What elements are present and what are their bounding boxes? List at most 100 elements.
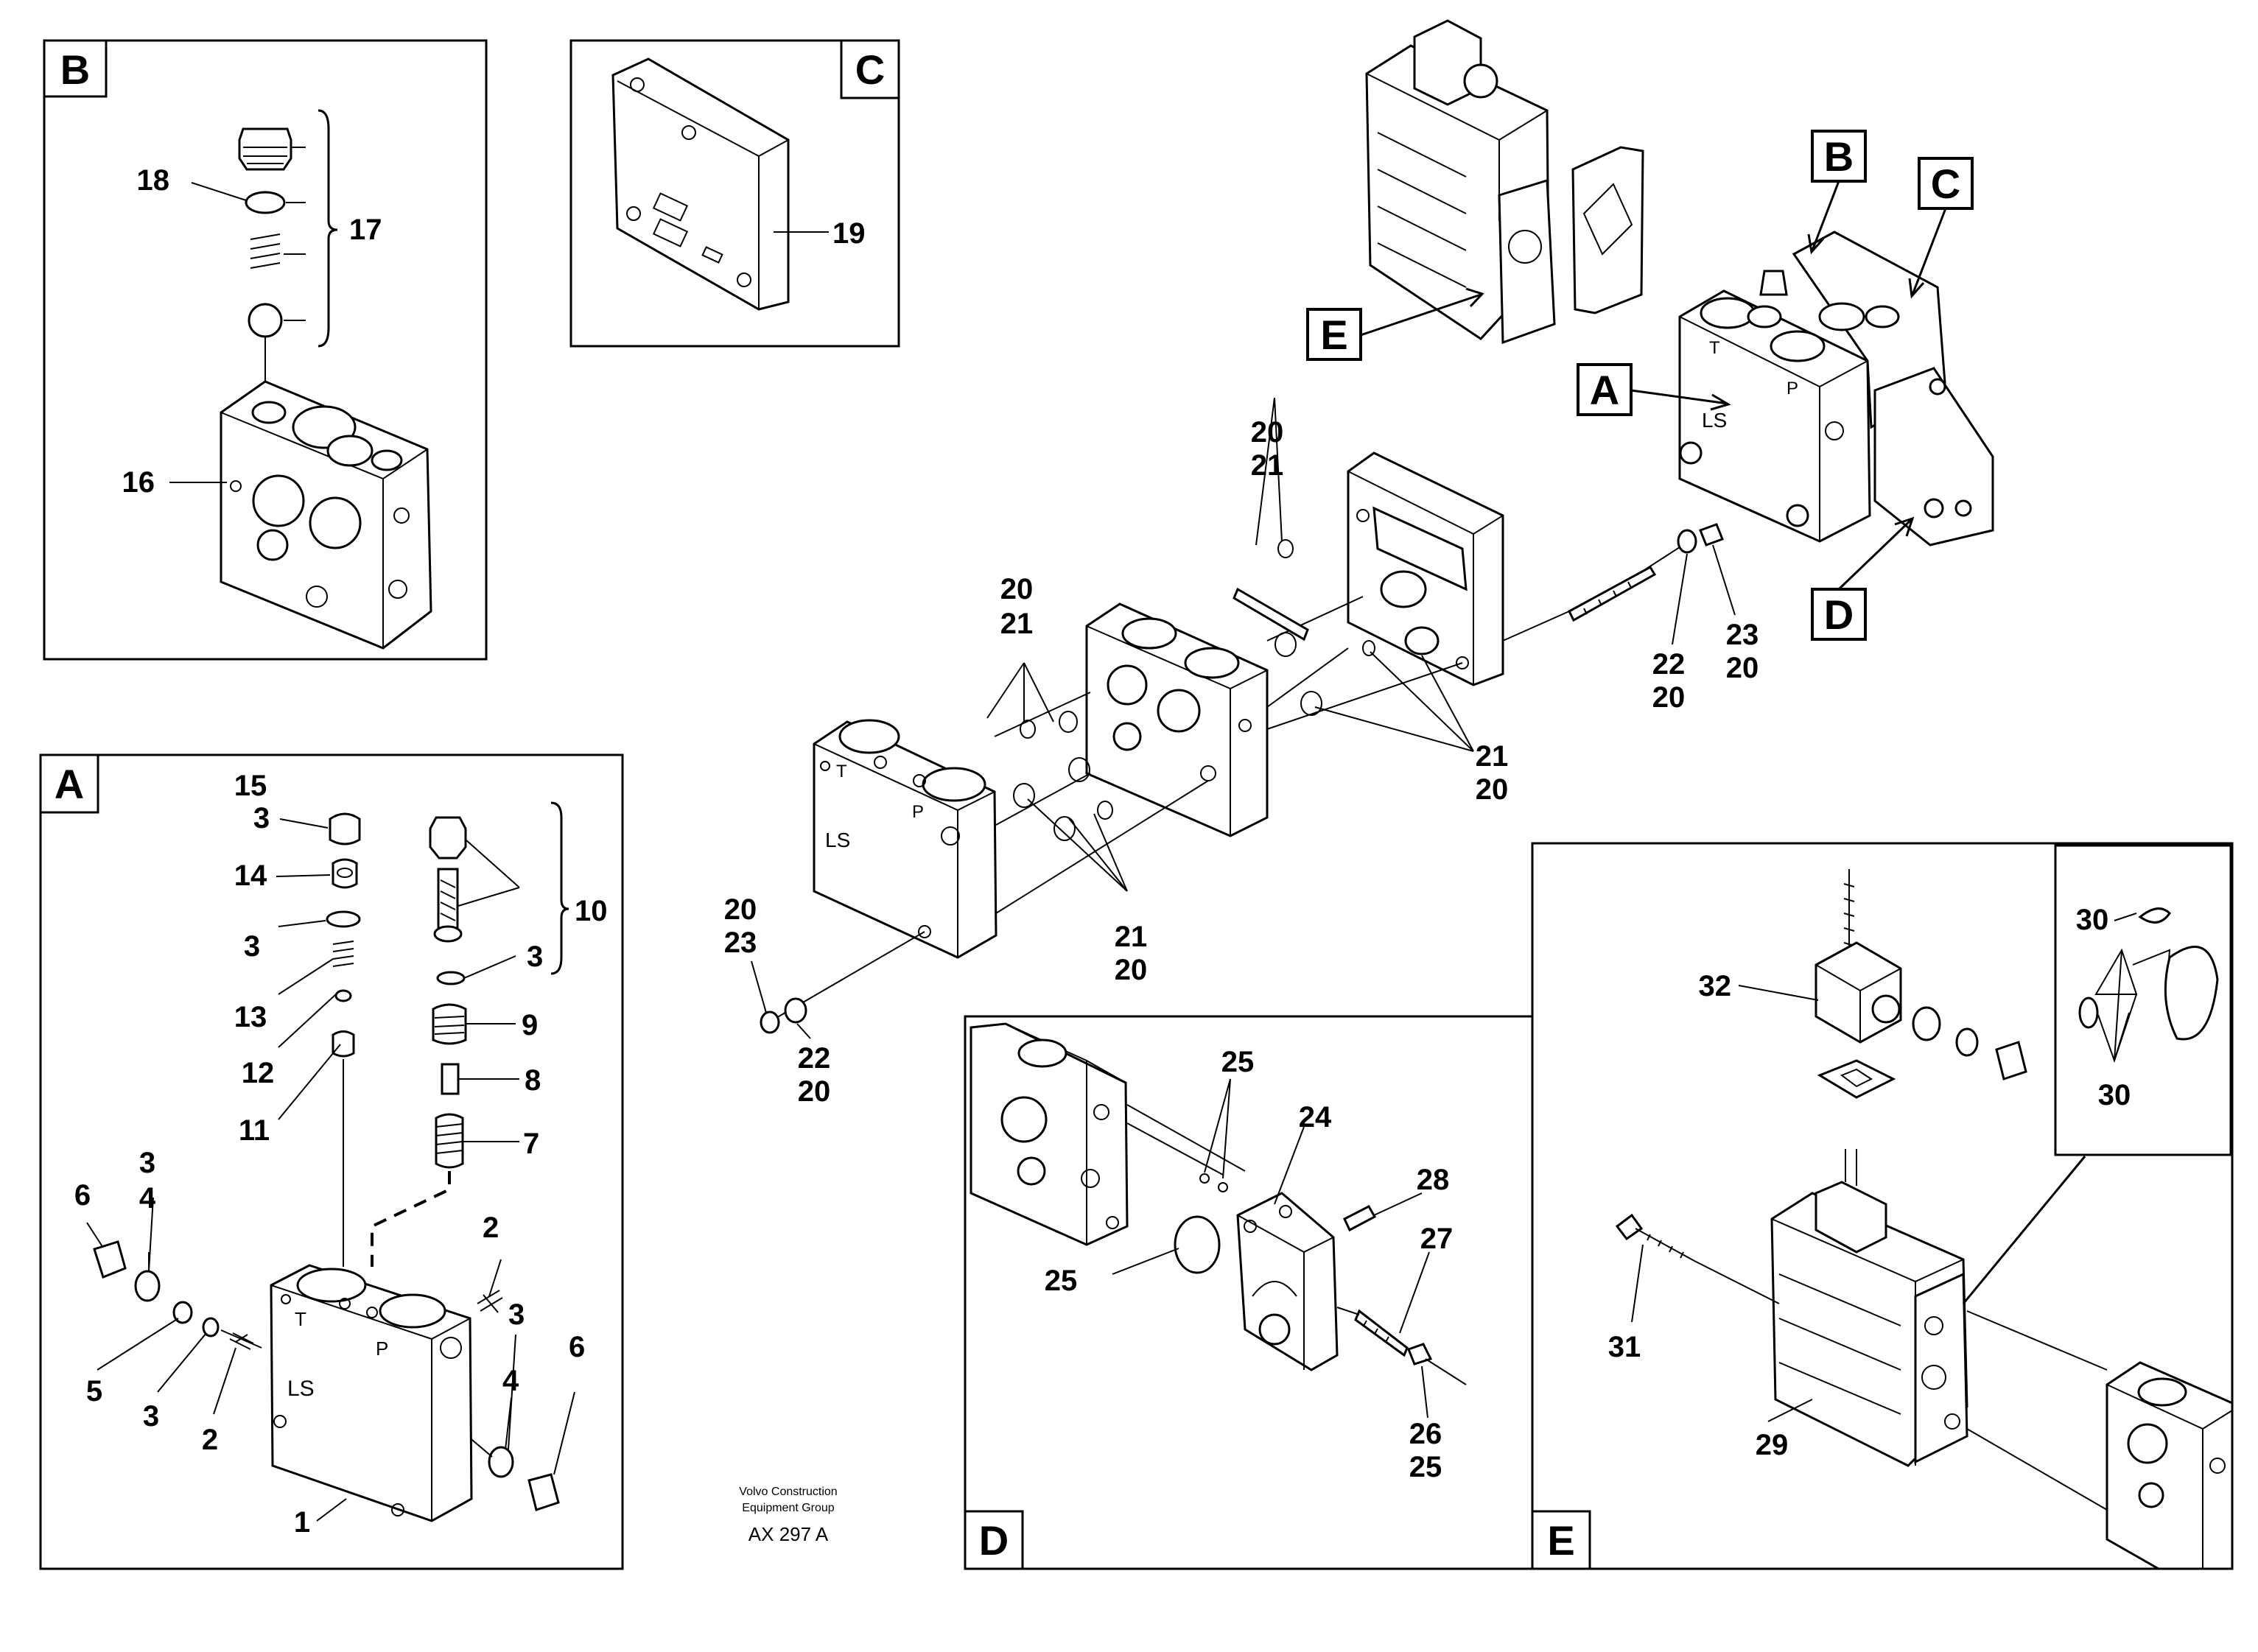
label-21: 21 xyxy=(1000,608,1034,640)
front-port-ls: LS xyxy=(825,829,850,851)
label-3: 3 xyxy=(143,1400,159,1433)
valve-block-partial-e xyxy=(2106,1361,2234,1570)
cover-plate-19 xyxy=(611,57,829,311)
label-23: 23 xyxy=(724,927,757,959)
valve-assembly: T P LS xyxy=(1678,231,1994,546)
valve-cartridge-17 xyxy=(191,109,338,390)
panel-e-inset-30 xyxy=(2054,844,2232,1156)
label-21: 21 xyxy=(1115,921,1148,953)
label-17: 17 xyxy=(349,214,382,246)
panel-e: E 30 30 32 xyxy=(1531,842,2234,1570)
panel-a: A xyxy=(39,753,624,1570)
panel-c: C 19 xyxy=(569,39,900,348)
label-25: 25 xyxy=(1409,1451,1442,1483)
label-7: 7 xyxy=(523,1128,539,1160)
solenoid-29 xyxy=(1770,1149,1968,1467)
side-plugs-left xyxy=(86,1197,262,1415)
label-16: 16 xyxy=(122,466,155,499)
panel-c-letter-box xyxy=(840,39,900,99)
asm-port-t: T xyxy=(1709,338,1720,358)
label-14: 14 xyxy=(234,860,267,892)
label-3: 3 xyxy=(253,802,270,834)
label-3: 3 xyxy=(527,941,543,973)
label-32: 32 xyxy=(1699,970,1732,1002)
callout-d: D xyxy=(1824,591,1854,638)
label-24: 24 xyxy=(1299,1101,1332,1133)
o-ring-25 xyxy=(1174,1215,1221,1274)
asm-port-p: P xyxy=(1787,379,1798,398)
callout-a-box xyxy=(1577,363,1633,416)
screw-31 xyxy=(1615,1213,2108,1511)
panel-b-letter: B xyxy=(60,46,90,93)
panel-b: B xyxy=(43,39,488,661)
publisher-footer: Volvo Construction Equipment Group AX 29… xyxy=(739,1486,837,1545)
label-31: 31 xyxy=(1608,1331,1641,1363)
asm-port-ls: LS xyxy=(1702,409,1727,432)
cover-24 xyxy=(1236,1192,1339,1371)
label-26: 26 xyxy=(1409,1418,1442,1450)
valve-block-partial-d xyxy=(970,1022,1129,1246)
port-p-label: P xyxy=(376,1338,388,1360)
label-23: 23 xyxy=(1726,619,1759,651)
middle-section xyxy=(1085,602,1269,837)
front-section: T P LS xyxy=(813,719,997,959)
end-cover xyxy=(1347,451,1504,686)
panel-d: D 25 24 xyxy=(964,1015,1534,1570)
panel-e-letter-box xyxy=(1531,1510,1591,1570)
callout-a: A xyxy=(1590,367,1619,413)
label-6: 6 xyxy=(74,1179,91,1212)
port-ls-label: LS xyxy=(287,1377,315,1401)
label-20: 20 xyxy=(798,1075,831,1108)
label-20: 20 xyxy=(1652,681,1686,714)
connector-32 xyxy=(1738,869,2027,1099)
assembly-lines xyxy=(760,397,1724,1034)
o-ring-18 xyxy=(245,191,286,214)
label-4: 4 xyxy=(502,1365,519,1397)
valve-block-16 xyxy=(169,380,432,650)
label-27: 27 xyxy=(1420,1223,1454,1255)
panel-e-letter: E xyxy=(1547,1517,1574,1564)
label-19: 19 xyxy=(832,217,866,250)
label-25: 25 xyxy=(1045,1265,1078,1297)
panel-b-letter-box xyxy=(43,39,108,98)
label-22: 22 xyxy=(798,1042,831,1075)
label-20: 20 xyxy=(1726,652,1759,684)
front-port-p: P xyxy=(912,802,924,822)
label-25: 25 xyxy=(1221,1046,1255,1078)
label-28: 28 xyxy=(1417,1164,1450,1196)
valve-block-1: T P LS xyxy=(270,1264,473,1522)
label-6: 6 xyxy=(569,1331,585,1363)
label-30: 30 xyxy=(2076,904,2109,936)
solenoid-unit xyxy=(1365,19,1644,345)
label-3: 3 xyxy=(508,1298,525,1331)
label-15: 15 xyxy=(234,770,267,802)
label-11: 11 xyxy=(239,1114,270,1147)
panel-c-letter: C xyxy=(855,46,885,93)
washer-icon xyxy=(1677,529,1697,554)
label-20: 20 xyxy=(1115,954,1148,986)
panel-a-letter: A xyxy=(55,761,84,807)
footer-line-2: Equipment Group xyxy=(742,1502,835,1514)
label-20: 20 xyxy=(1251,416,1284,449)
side-plugs-right xyxy=(434,1259,575,1511)
label-10: 10 xyxy=(575,895,608,927)
nut-icon xyxy=(1699,523,1724,546)
label-18: 18 xyxy=(137,164,170,197)
label-20: 20 xyxy=(1476,773,1509,806)
panel-a-frame xyxy=(39,753,624,1570)
footer-line-1: Volvo Construction xyxy=(739,1486,837,1498)
label-1: 1 xyxy=(294,1506,310,1539)
callout-d-box xyxy=(1811,588,1867,641)
main-exploded-view: T P LS E A B C D xyxy=(724,19,1994,1108)
label-3: 3 xyxy=(139,1147,155,1179)
panel-d-letter-box xyxy=(964,1510,1024,1570)
ball-icon xyxy=(248,303,283,338)
callout-e-box xyxy=(1306,308,1362,361)
label-9: 9 xyxy=(522,1009,538,1041)
front-port-t: T xyxy=(836,762,847,781)
panel-c-frame xyxy=(569,39,900,348)
label-2: 2 xyxy=(483,1212,499,1244)
label-20: 20 xyxy=(724,893,757,926)
panel-d-letter: D xyxy=(979,1517,1009,1564)
